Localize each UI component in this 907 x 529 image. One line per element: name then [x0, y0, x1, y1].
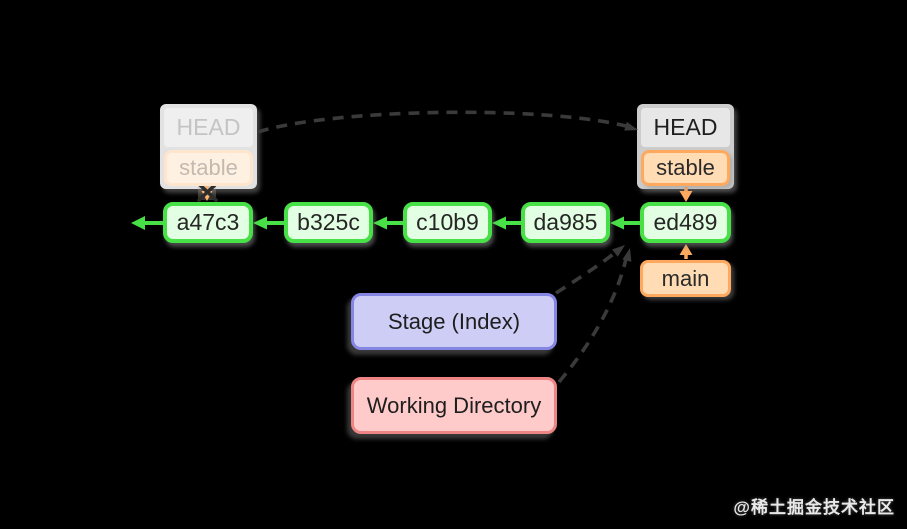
watermark-text: @稀土掘金技术社区 [733, 498, 895, 517]
commit-node-a47c3: a47c3 [163, 202, 253, 243]
commit-node-ed489: ed489 [640, 202, 731, 243]
head-move-arrow [257, 110, 638, 134]
left-head-label: HEAD [164, 108, 253, 147]
stable-to-commit-arrow [679, 187, 693, 202]
right-head-label: HEAD [641, 108, 730, 147]
commit-edge-arrows [131, 216, 640, 230]
stage-index-box: Stage (Index) [351, 293, 557, 350]
stage-to-commit-arrow [555, 245, 625, 295]
right-stable-branch-label: stable [641, 150, 730, 186]
working-to-commit-arrow [557, 248, 632, 384]
main-to-commit-arrow [679, 244, 693, 259]
left-stable-branch-label: stable [164, 150, 253, 186]
commit-node-c10b9: c10b9 [403, 202, 492, 243]
working-directory-box: Working Directory [351, 377, 557, 434]
deleted-link-x-icon [197, 182, 218, 202]
main-branch-label: main [640, 260, 731, 297]
commit-node-b325c: b325c [284, 202, 373, 243]
commit-node-da985: da985 [521, 202, 610, 243]
